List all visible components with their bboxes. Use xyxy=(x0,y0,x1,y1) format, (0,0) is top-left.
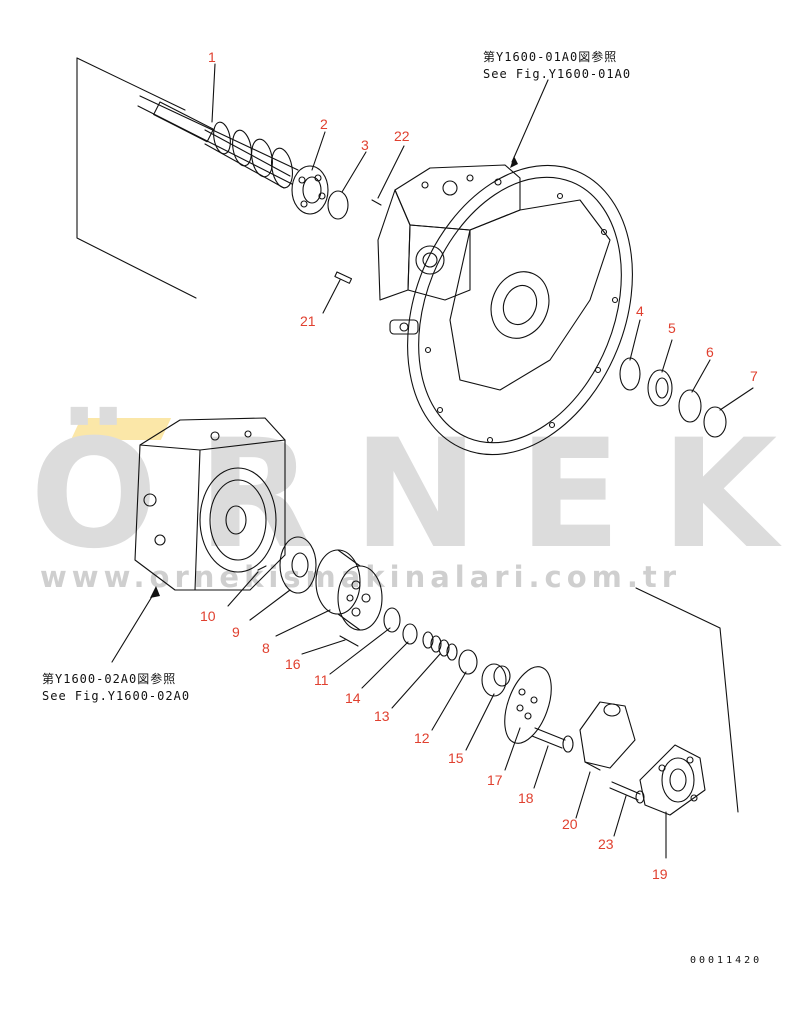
leader-6 xyxy=(691,359,711,393)
leader-20 xyxy=(575,771,591,819)
leader-21 xyxy=(322,279,341,314)
leader-5 xyxy=(661,339,673,373)
part-number-12: 12 xyxy=(414,730,430,746)
leader-13 xyxy=(391,653,441,709)
drawing-code: 00011420 xyxy=(690,955,763,966)
part-number-6: 6 xyxy=(706,344,714,360)
reference-top-en: See Fig.Y1600-01A0 xyxy=(483,67,632,81)
pin-part-16 xyxy=(339,635,359,647)
part-number-18: 18 xyxy=(518,790,534,806)
pump-housing-rear xyxy=(134,417,286,591)
cylinder-block-part-8 xyxy=(315,549,383,631)
part-number-21: 21 xyxy=(300,313,316,329)
arrow-ref-left xyxy=(150,586,160,598)
leader-11 xyxy=(329,627,391,675)
bearing-part-2 xyxy=(291,165,329,215)
leader-ref-top xyxy=(511,79,549,163)
part-number-14: 14 xyxy=(345,690,361,706)
part-number-9: 9 xyxy=(232,624,240,640)
assembly-bracket-left xyxy=(76,57,197,299)
pin-part-22 xyxy=(371,199,382,206)
reference-top-jp: 第Y1600-01A0図参照 xyxy=(483,50,618,64)
spherical-bushing-part-15 xyxy=(481,663,511,697)
part-number-10: 10 xyxy=(200,608,216,624)
part-number-4: 4 xyxy=(636,303,644,319)
mounting-flange xyxy=(407,164,633,456)
washer-part-14 xyxy=(402,623,418,645)
snap-ring-part-4 xyxy=(619,357,641,391)
leader-12 xyxy=(431,671,467,731)
shim-part-6 xyxy=(678,389,702,423)
part-number-7: 7 xyxy=(750,368,758,384)
piston-part-18 xyxy=(531,727,574,753)
watermark-brand: ÖRNEK xyxy=(30,408,812,582)
part-number-2: 2 xyxy=(320,116,328,132)
part-number-23: 23 xyxy=(598,836,614,852)
assembly-bracket-top xyxy=(76,57,186,111)
reference-left-jp: 第Y1600-02A0図参照 xyxy=(42,672,177,686)
end-cover-part-19 xyxy=(639,744,706,816)
assembly-bracket-right xyxy=(635,587,739,813)
part-number-3: 3 xyxy=(361,137,369,153)
bearing-part-5 xyxy=(647,369,673,407)
swash-plate-part-20 xyxy=(579,701,636,771)
pin-part-10 xyxy=(257,565,267,571)
leader-8 xyxy=(275,609,331,637)
spring-part-13 xyxy=(422,631,458,661)
leader-1 xyxy=(211,63,216,123)
leader-ref-left xyxy=(111,589,157,663)
part-number-22: 22 xyxy=(394,128,410,144)
pin-part-21 xyxy=(334,271,353,284)
leader-2 xyxy=(311,131,326,171)
part-number-13: 13 xyxy=(374,708,390,724)
bolt-part-23 xyxy=(609,781,645,804)
part-number-16: 16 xyxy=(285,656,301,672)
leader-18 xyxy=(533,745,549,789)
part-number-19: 19 xyxy=(652,866,668,882)
part-number-17: 17 xyxy=(487,772,503,788)
part-number-15: 15 xyxy=(448,750,464,766)
part-number-5: 5 xyxy=(668,320,676,336)
snap-ring-part-11 xyxy=(383,607,401,633)
leader-22 xyxy=(377,145,405,199)
valve-plate-part-9 xyxy=(279,536,317,594)
pump-housing-front xyxy=(377,164,521,335)
arrow-ref-top xyxy=(510,156,518,168)
leader-10 xyxy=(227,571,259,607)
collar-part-12 xyxy=(458,649,478,675)
shaft-part-1 xyxy=(137,95,299,189)
leader-7 xyxy=(719,387,754,411)
part-number-1: 1 xyxy=(208,49,216,65)
leader-15 xyxy=(465,693,495,751)
part-number-11: 11 xyxy=(314,672,329,688)
snap-ring-part-3 xyxy=(327,190,349,220)
reference-left-en: See Fig.Y1600-02A0 xyxy=(42,689,191,703)
leader-23 xyxy=(613,795,627,837)
leader-17 xyxy=(504,727,521,771)
part-number-20: 20 xyxy=(562,816,578,832)
leader-16 xyxy=(301,639,346,655)
part-number-8: 8 xyxy=(262,640,270,656)
leader-9 xyxy=(249,589,291,621)
leader-3 xyxy=(341,151,367,193)
snap-ring-part-7 xyxy=(703,406,727,438)
leader-4 xyxy=(629,319,641,361)
leader-14 xyxy=(361,641,409,689)
